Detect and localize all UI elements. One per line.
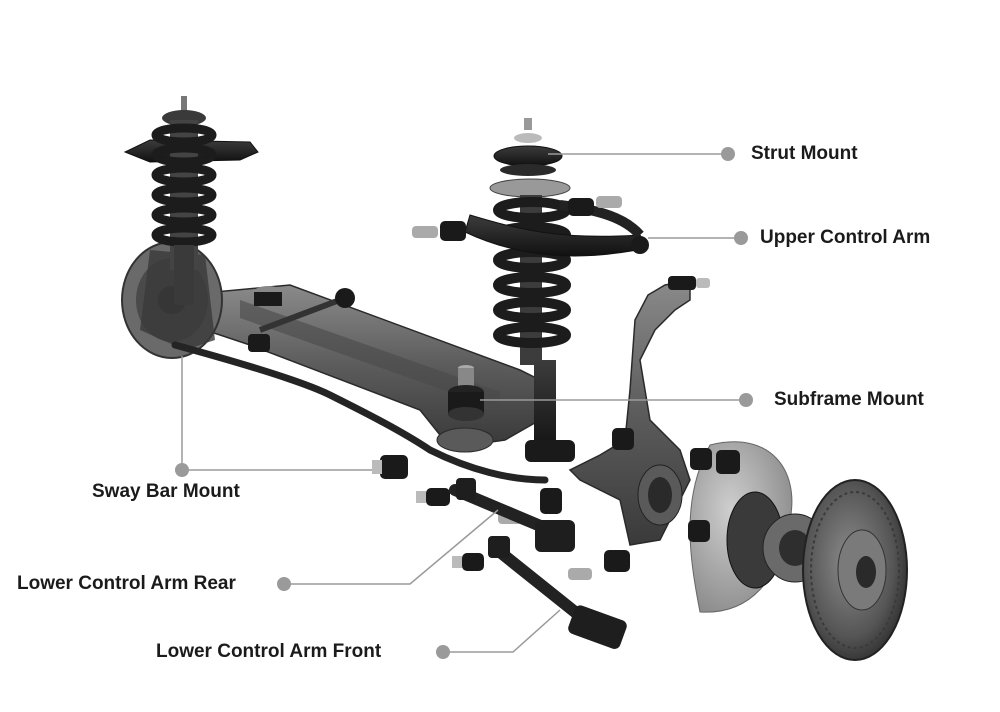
steering-knuckle [568,276,710,546]
left-strut [123,96,259,305]
lower-control-arm-front [488,536,627,649]
leader-dots [175,147,753,659]
label-sway-bar-mount: Sway Bar Mount [92,481,240,502]
sway-bar [171,288,549,484]
subframe-mount-bushing [254,286,484,421]
lower-control-arm-rear [449,478,575,552]
label-lower-control-arm-front: Lower Control Arm Front [156,641,382,662]
label-subframe-mount: Subframe Mount [774,389,924,410]
label-upper-control-arm: Upper Control Arm [760,227,931,248]
label-strut-mount: Strut Mount [751,143,858,164]
upper-control-arm [412,196,649,257]
label-lower-control-arm-rear: Lower Control Arm Rear [17,573,236,594]
bushings [372,428,740,580]
brake-rotor [802,479,908,661]
